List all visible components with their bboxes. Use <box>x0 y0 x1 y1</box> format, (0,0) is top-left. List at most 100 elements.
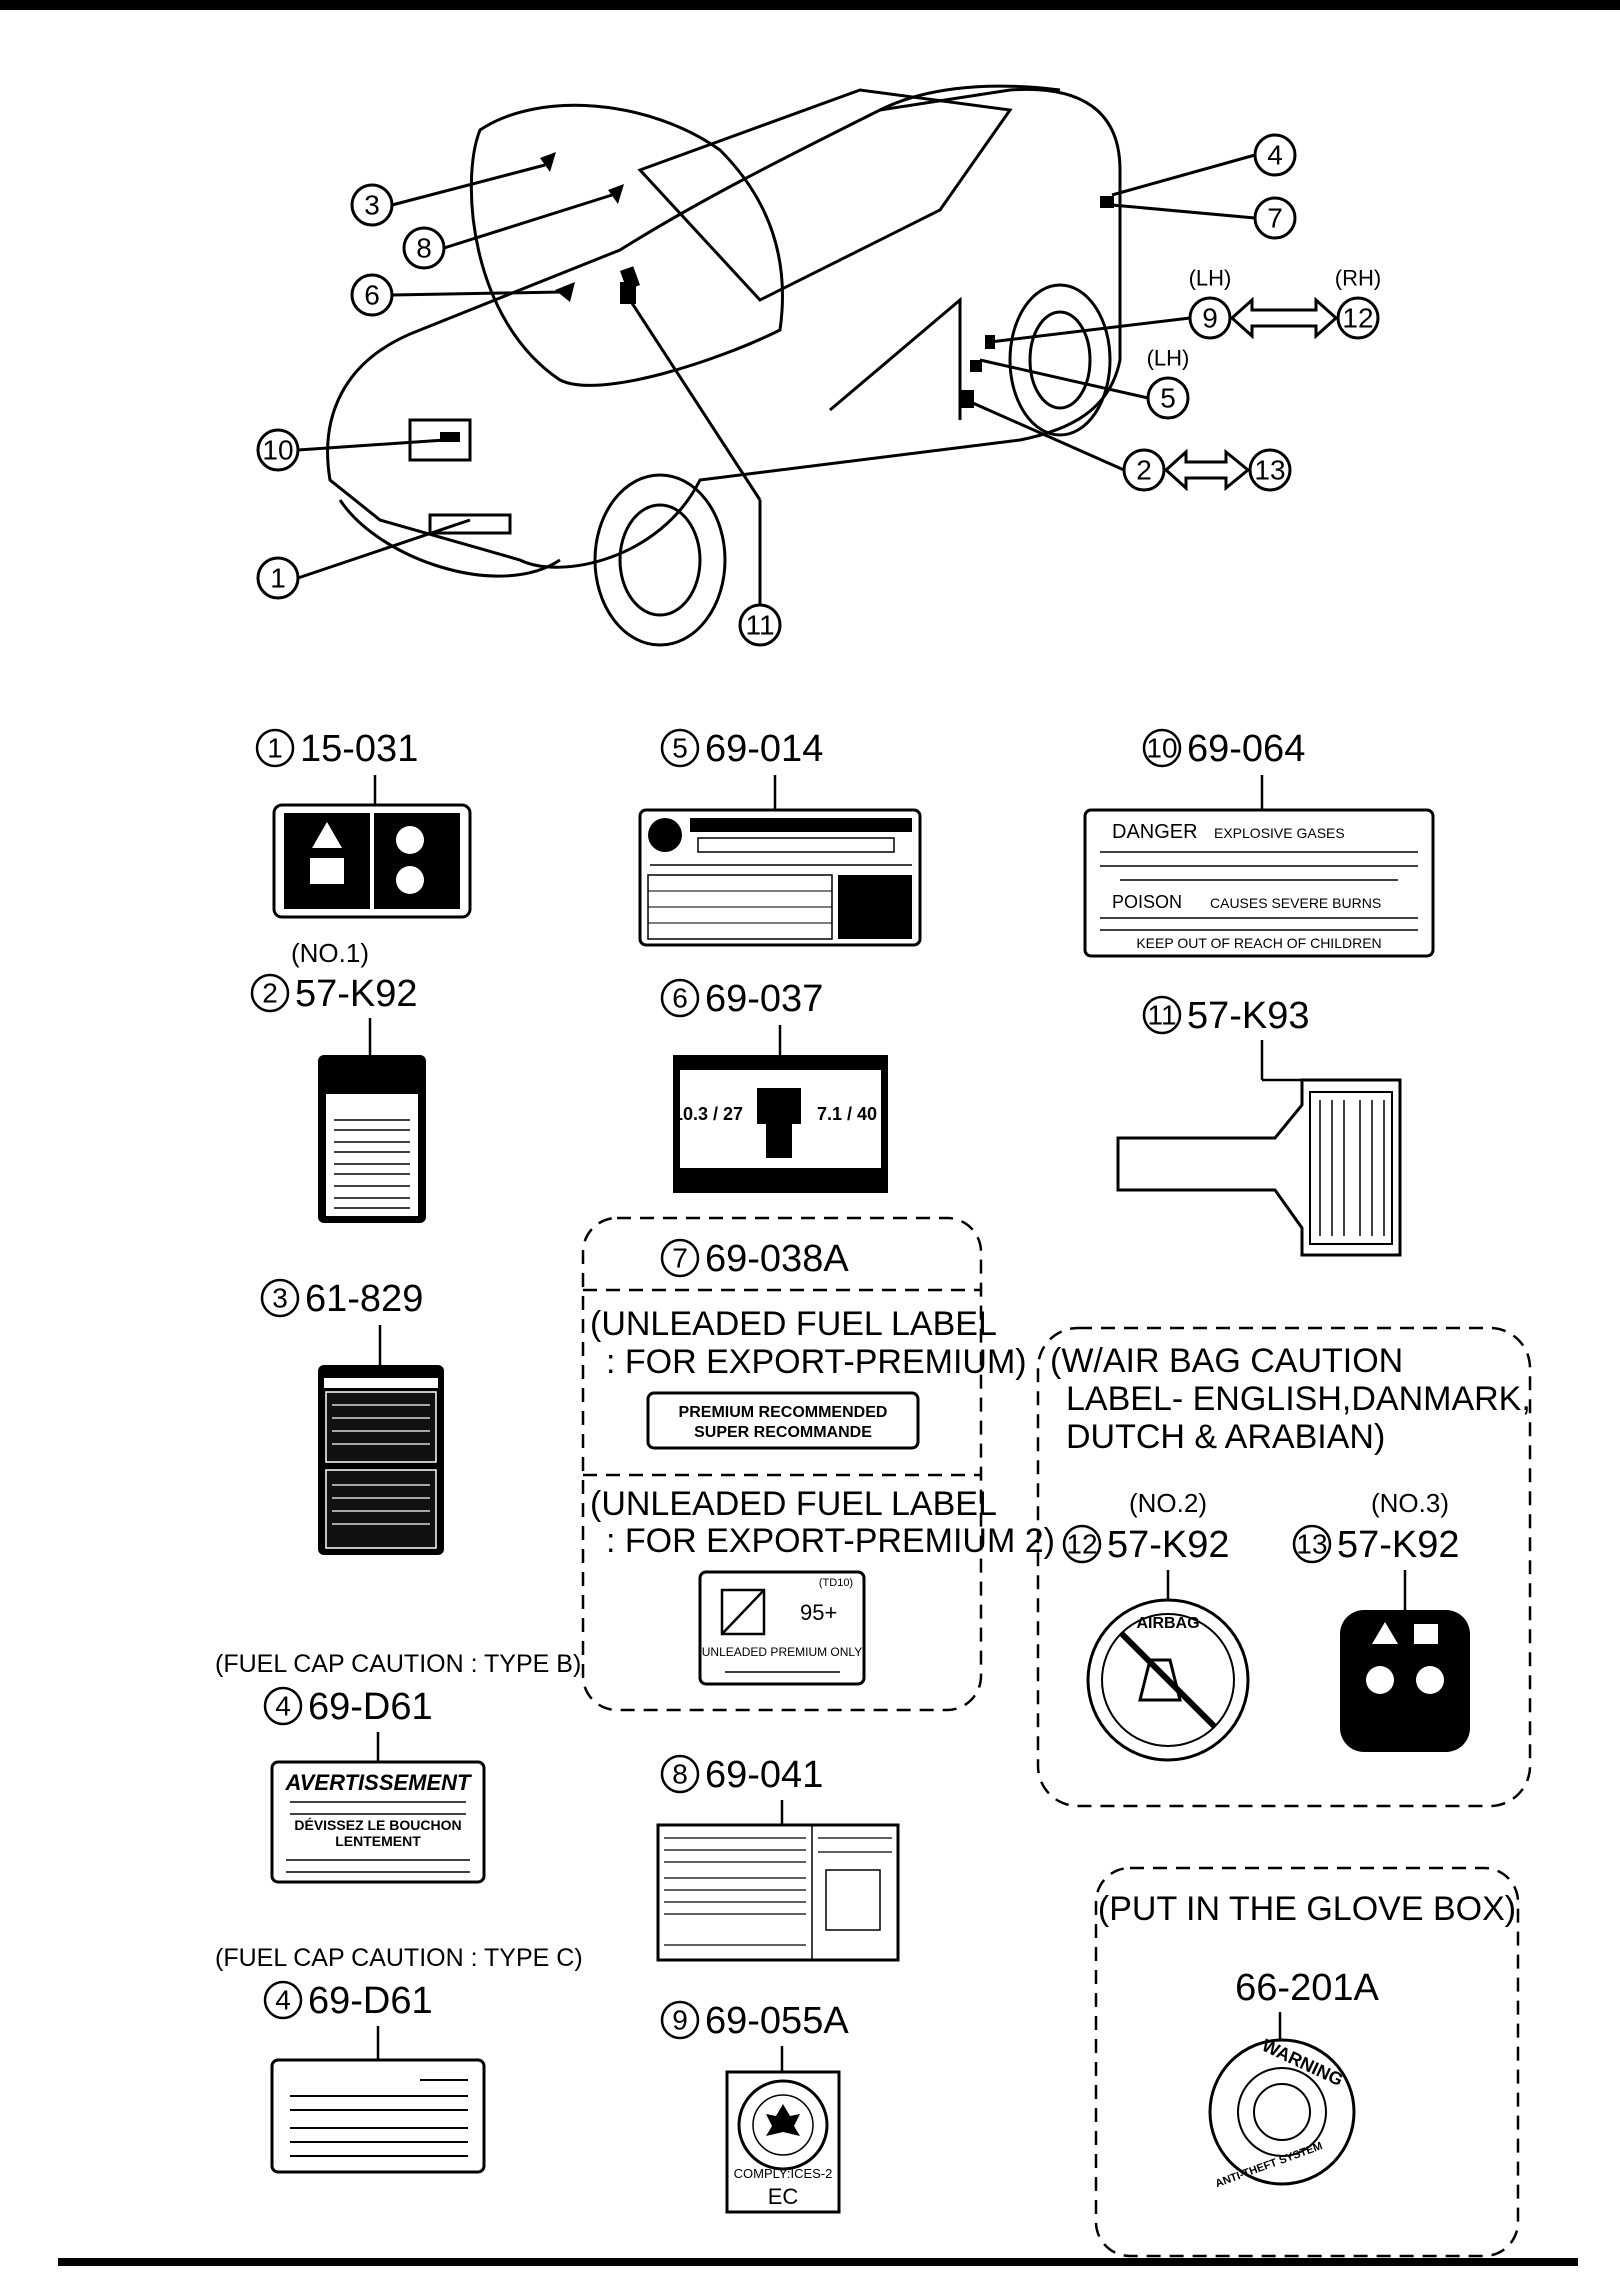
label-12-num: 12 <box>1066 1529 1097 1560</box>
callout-9: 9 <box>1202 303 1218 334</box>
label-9-comply: COMPLY:ICES-2 <box>734 2166 833 2181</box>
fuel-label-box: 7 69-038A (UNLEADED FUEL LABEL : FOR EXP… <box>581 1216 1055 1712</box>
label-3-code: 61-829 <box>305 1278 423 1320</box>
label-10-danger: DANGER <box>1112 821 1198 843</box>
label-2-note: (NO.1) <box>291 938 369 968</box>
glove-code: 66-201A <box>1235 1967 1379 2009</box>
label-4b-num: 4 <box>275 1691 291 1722</box>
label-8-code: 69-041 <box>705 1754 823 1796</box>
label-10-poison: POISON <box>1112 892 1182 912</box>
callout-10: 10 <box>262 435 293 466</box>
side-lh-5: (LH) <box>1147 346 1190 371</box>
label-9: 9 69-055A COMPLY:ICES-2 EC <box>660 2000 849 2214</box>
label-7-code: 69-038A <box>705 1238 849 1280</box>
glove-box-label: (PUT IN THE GLOVE BOX) 66-201A WARNING A… <box>1094 1866 1520 2258</box>
label-6-code: 69-037 <box>705 978 823 1020</box>
callout-6: 6 <box>364 280 380 311</box>
label-10: 10 69-064 DANGER EXPLOSIVE GASES POISON … <box>1083 728 1435 958</box>
top-rule <box>0 0 1620 10</box>
callout-4: 4 <box>1267 140 1283 171</box>
label-10-keep-out: KEEP OUT OF REACH OF CHILDREN <box>1136 935 1381 951</box>
label-12-note: (NO.2) <box>1129 1488 1207 1518</box>
label-13-srs: SRS <box>1386 1708 1423 1728</box>
label-11: 11 57-K93 <box>1116 995 1402 1257</box>
label-1: 1 15-031 <box>255 728 472 919</box>
label-4-type-c: (FUEL CAP CAUTION : TYPE C) 4 69-D61 <box>215 1944 583 2174</box>
label-4b-devissez: DÉVISSEZ LE BOUCHON <box>294 1817 461 1833</box>
callout-7: 7 <box>1267 203 1283 234</box>
airbag-caution-box: (W/AIR BAG CAUTION LABEL- ENGLISH,DANMAR… <box>1036 1326 1532 1808</box>
side-lh-9: (LH) <box>1189 266 1232 291</box>
fuel-line-3: (UNLEADED FUEL LABEL <box>590 1485 997 1523</box>
label-6-hwy: 7.1 / 40 <box>817 1104 877 1124</box>
fuel-line-1: (UNLEADED FUEL LABEL <box>590 1305 997 1343</box>
label-8: 8 69-041 <box>656 1754 900 1962</box>
td10-text: (TD10) <box>819 1577 853 1589</box>
label-8-num: 8 <box>672 1759 688 1790</box>
label-5: 5 69-014 <box>638 728 922 947</box>
label-13-airbag: AIRBAG <box>1370 1726 1441 1746</box>
label-2-warning: WARNING <box>336 1060 408 1077</box>
label-5-code: 69-014 <box>705 728 823 770</box>
label-3: 3 61-829 <box>260 1278 444 1555</box>
label-4b-avert: AVERTISSEMENT <box>285 1770 473 1795</box>
label-4b-note: (FUEL CAP CAUTION : TYPE B) <box>215 1650 581 1678</box>
airbag-box-line-2: LABEL- ENGLISH,DANMARK, <box>1066 1380 1531 1418</box>
label-11-num: 11 <box>1147 1000 1176 1031</box>
callout-8: 8 <box>416 233 432 264</box>
fuel-line-4: : FOR EXPORT-PREMIUM 2) <box>606 1522 1055 1560</box>
label-7-num: 7 <box>672 1243 688 1274</box>
label-2-num: 2 <box>262 978 278 1009</box>
callout-13: 13 <box>1254 455 1285 486</box>
label-4c-num: 4 <box>275 1985 291 2016</box>
label-10-explosive: EXPLOSIVE GASES <box>1214 825 1345 841</box>
label-6: 6 69-037 10.3 / 27 7.1 / 40 <box>660 978 888 1193</box>
label-9-num: 9 <box>672 2005 688 2036</box>
label-1-num: 1 <box>267 733 283 764</box>
label-11-code: 57-K93 <box>1187 995 1310 1037</box>
label-4c-note: (FUEL CAP CAUTION : TYPE C) <box>215 1944 583 1972</box>
label-10-num: 10 <box>1146 733 1177 764</box>
label-5-num: 5 <box>672 733 688 764</box>
callout-2: 2 <box>1136 455 1152 486</box>
label-10-code: 69-064 <box>1187 728 1305 770</box>
label-13-num: 13 <box>1296 1529 1327 1560</box>
callout-11: 11 <box>745 610 774 641</box>
label-4b-code: 69-D61 <box>308 1686 433 1728</box>
car-illustration <box>326 84 1122 647</box>
unleaded-premium-only: UNLEADED PREMIUM ONLY <box>702 1645 862 1659</box>
car-callout-circles <box>256 133 1380 647</box>
label-4-type-b: (FUEL CAP CAUTION : TYPE B) 4 69-D61 AVE… <box>215 1650 581 1884</box>
label-3-num: 3 <box>272 1283 288 1314</box>
octane-text: 95+ <box>800 1600 837 1625</box>
callout-5: 5 <box>1160 383 1176 414</box>
callout-12: 12 <box>1342 303 1373 334</box>
callout-3: 3 <box>364 190 380 221</box>
double-arrows <box>1163 296 1339 492</box>
label-6-city: 10.3 / 27 <box>673 1104 743 1124</box>
bottom-rule <box>58 2258 1578 2266</box>
label-12-code: 57-K92 <box>1107 1524 1230 1566</box>
glove-note: (PUT IN THE GLOVE BOX) <box>1098 1890 1516 1928</box>
label-10-burns: CAUSES SEVERE BURNS <box>1210 895 1381 911</box>
callout-1: 1 <box>270 563 286 594</box>
label-1-code: 15-031 <box>300 728 418 770</box>
super-recommande: SUPER RECOMMANDE <box>694 1424 872 1441</box>
label-6-num: 6 <box>672 983 688 1014</box>
label-4c-code: 69-D61 <box>308 1980 433 2022</box>
fuel-line-2: : FOR EXPORT-PREMIUM) <box>606 1343 1027 1381</box>
side-rh-12: (RH) <box>1335 266 1381 291</box>
car-leader-lines <box>297 153 1256 608</box>
label-12-airbag: AIRBAG <box>1136 1615 1199 1632</box>
label-13-code: 57-K92 <box>1337 1524 1460 1566</box>
airbag-box-line-3: DUTCH & ARABIAN) <box>1066 1418 1385 1456</box>
car-callout-numbers: 3 8 6 4 7 9 12 5 2 13 10 1 11 (LH) (RH) … <box>262 140 1381 641</box>
label-9-ec: EC <box>768 2184 799 2209</box>
premium-recommended: PREMIUM RECOMMENDED <box>679 1404 888 1421</box>
label-9-code: 69-055A <box>705 2000 849 2042</box>
label-2-code: 57-K92 <box>295 973 418 1015</box>
car-label-marks <box>440 152 1114 442</box>
label-13-note: (NO.3) <box>1371 1488 1449 1518</box>
label-2: (NO.1) 2 57-K92 WARNING AVERTISSEMENT <box>250 938 426 1223</box>
